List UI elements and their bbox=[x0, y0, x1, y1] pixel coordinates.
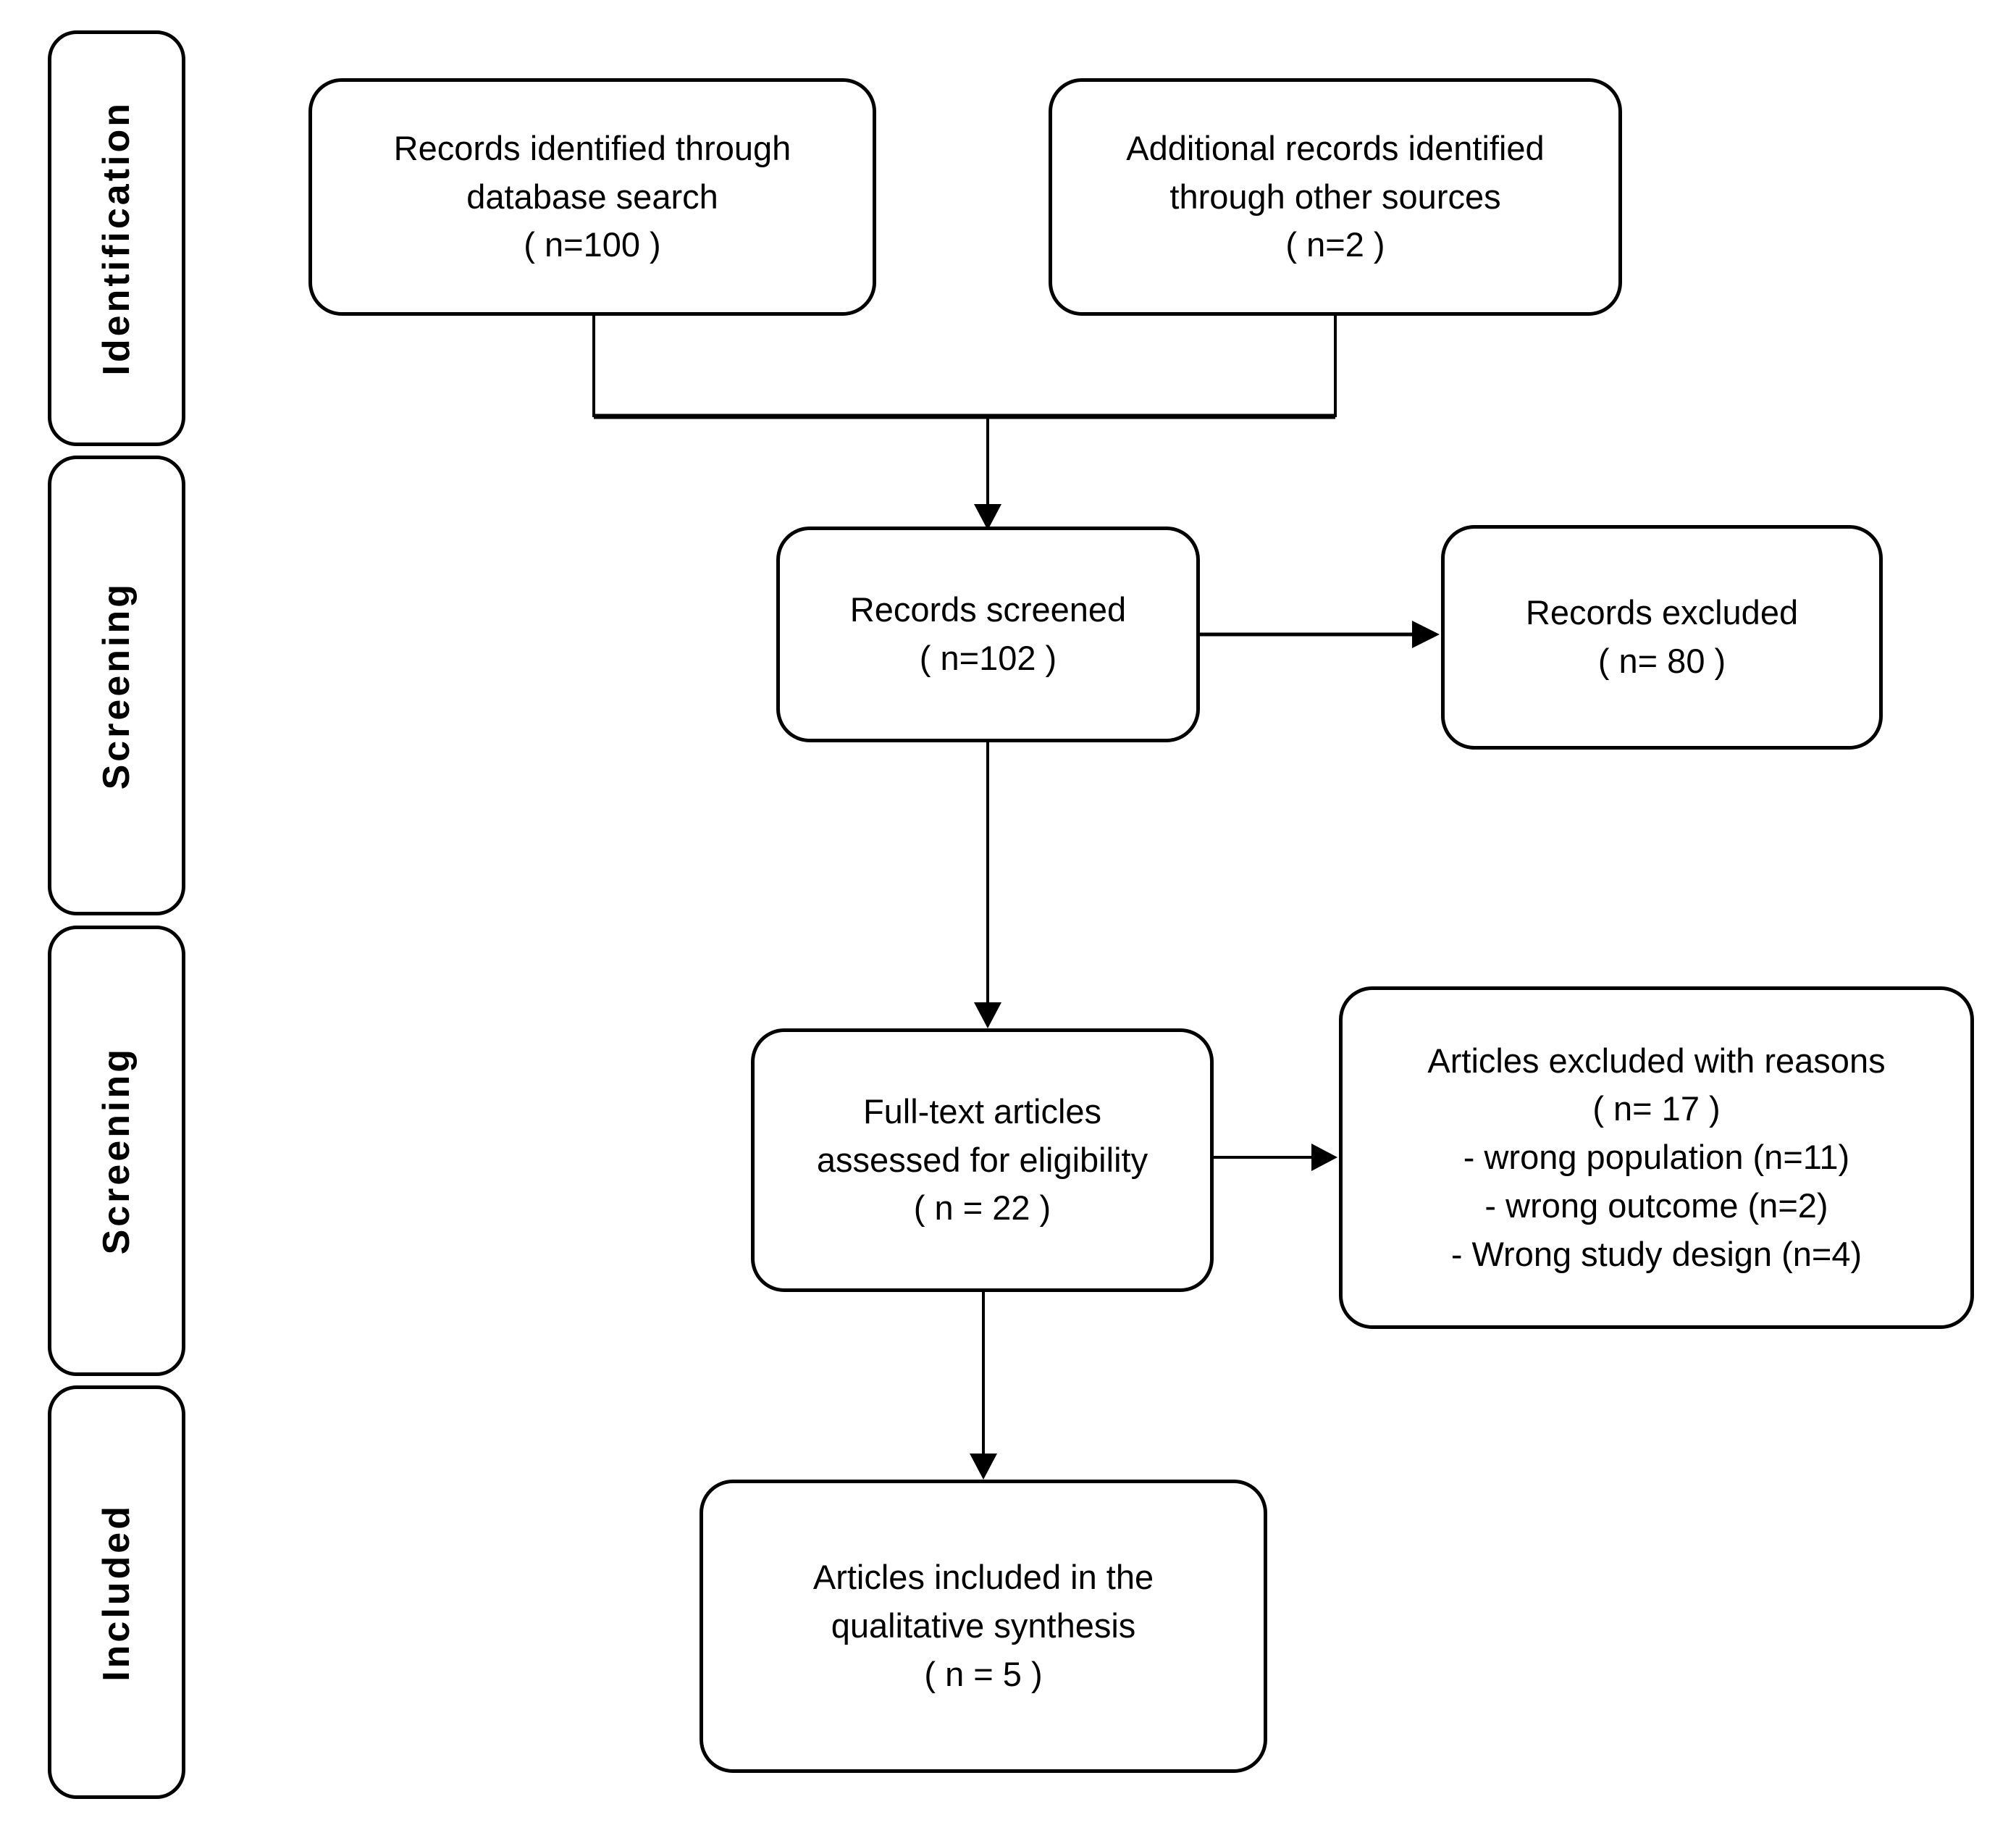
stage-included-label: Included bbox=[96, 1503, 138, 1682]
arrowhead-to-reasons bbox=[1311, 1144, 1337, 1171]
box-records-screened: Records screened ( n=102 ) bbox=[776, 527, 1200, 742]
stage-screening-2-label: Screening bbox=[96, 1046, 138, 1255]
box-fulltext-assessed-count: ( n = 22 ) bbox=[913, 1188, 1051, 1228]
stage-screening-1: Screening bbox=[48, 456, 185, 915]
box-records-excluded: Records excluded ( n= 80 ) bbox=[1441, 525, 1883, 750]
box-articles-included-line-2: qualitative synthesis bbox=[831, 1606, 1136, 1645]
stage-screening-1-label: Screening bbox=[96, 581, 138, 790]
box-fulltext-assessed-line-1: Full-text articles bbox=[862, 1091, 1102, 1131]
box-articles-excluded: Articles excluded with reasons ( n= 17 )… bbox=[1339, 986, 1974, 1329]
arrowhead-to-included bbox=[970, 1454, 997, 1480]
arrowhead-to-excluded bbox=[1412, 621, 1440, 648]
box-records-excluded-count: ( n= 80 ) bbox=[1597, 642, 1726, 680]
box-records-identified: Records identified through database sear… bbox=[308, 78, 876, 316]
arrowhead-to-fulltext bbox=[974, 1002, 1001, 1028]
box-articles-included-line-1: Articles included in the bbox=[812, 1558, 1154, 1597]
box-articles-excluded-reason-3: - Wrong study design (n=4) bbox=[1450, 1234, 1862, 1273]
box-records-screened-count: ( n=102 ) bbox=[919, 639, 1057, 677]
box-additional-records-count: ( n=2 ) bbox=[1285, 225, 1385, 264]
box-records-excluded-line-1: Records excluded bbox=[1525, 593, 1799, 632]
stage-included: Included bbox=[48, 1385, 185, 1799]
box-articles-excluded-line-1: Articles excluded with reasons bbox=[1427, 1041, 1886, 1080]
box-fulltext-assessed: Full-text articles assessed for eligibil… bbox=[751, 1028, 1214, 1292]
box-articles-included: Articles included in the qualitative syn… bbox=[700, 1480, 1267, 1773]
box-fulltext-assessed-line-2: assessed for eligibility bbox=[816, 1140, 1148, 1179]
box-articles-excluded-reason-2: - wrong outcome (n=2) bbox=[1484, 1186, 1828, 1225]
box-records-identified-line-1: Records identified through bbox=[393, 128, 791, 167]
box-articles-excluded-reason-1: - wrong population (n=11) bbox=[1463, 1138, 1850, 1177]
box-additional-records: Additional records identified through ot… bbox=[1049, 78, 1622, 316]
box-articles-included-count: ( n = 5 ) bbox=[924, 1654, 1043, 1693]
stage-screening-2: Screening bbox=[48, 926, 185, 1376]
box-articles-excluded-count: ( n= 17 ) bbox=[1592, 1089, 1721, 1128]
box-additional-records-line-1: Additional records identified bbox=[1126, 128, 1545, 167]
box-records-identified-count: ( n=100 ) bbox=[524, 225, 661, 264]
box-records-screened-line-1: Records screened bbox=[849, 590, 1127, 629]
stage-identification-label: Identification bbox=[96, 101, 138, 376]
box-records-identified-line-2: database search bbox=[466, 177, 718, 216]
stage-identification: Identification bbox=[48, 30, 185, 446]
box-additional-records-line-2: through other sources bbox=[1169, 177, 1501, 216]
